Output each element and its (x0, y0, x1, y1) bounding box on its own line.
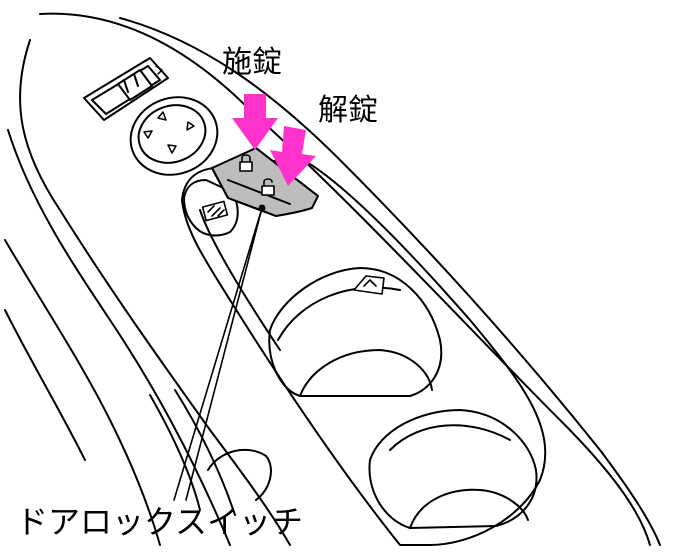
padlock-closed-icon (239, 154, 253, 172)
padlock-open-icon (261, 178, 275, 196)
rear-window-switch (368, 409, 538, 529)
switch-housing (181, 157, 547, 546)
unlock-arrow-icon (270, 126, 316, 186)
lock-arrow-icon (232, 94, 278, 150)
window-lock-icon (201, 200, 229, 222)
window-lock-button (183, 179, 239, 237)
window-up-icon (353, 275, 385, 295)
door-trim-outline (4, 12, 661, 546)
mirror-control-knob (129, 96, 219, 176)
lower-left-switch (207, 448, 272, 501)
unlock-label: 解錠 (318, 93, 378, 128)
door-lock-switch-label: ドアロックスイッチ (16, 503, 304, 541)
mirror-direction-arrows-icon (143, 111, 195, 154)
window-lock-slider-arrow-icon (155, 65, 163, 75)
window-lock-slider (83, 57, 169, 121)
door-lock-switch-leader-lines (173, 207, 263, 501)
front-window-switch (268, 267, 443, 397)
door-lock-switch (211, 147, 319, 217)
lock-label: 施錠 (222, 45, 282, 80)
